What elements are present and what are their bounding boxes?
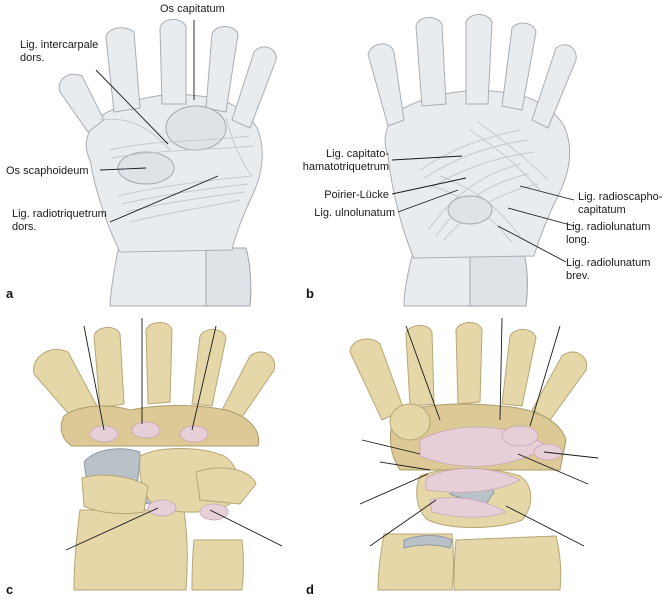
- panel-letter-a: a: [6, 286, 14, 301]
- label-lig-capitato-line2: hamatotriquetrum: [303, 161, 389, 173]
- label-lig-radiotriquetrum-line2: dors.: [12, 221, 36, 233]
- panel-b-illustration: [367, 14, 577, 307]
- label-lig-radiolunatum-brev-line2: brev.: [566, 270, 590, 282]
- panel-d-labels: d: [306, 582, 314, 597]
- label-lig-radiolunatum-long-line1: Lig. radiolunatum: [566, 221, 650, 233]
- label-lig-ulnolunatum: Lig. ulnolunatum: [314, 207, 395, 219]
- label-os-scaphoideum: Os scaphoideum: [6, 165, 89, 177]
- panel-b-labels: Lig. capitato- hamatotriquetrum Poirier-…: [303, 148, 662, 301]
- panel-a-labels: Os capitatum Lig. intercarpale dors. Os …: [6, 3, 225, 301]
- panel-a-illustration: [58, 19, 277, 307]
- panel-c-illustration: [33, 322, 276, 591]
- label-lig-intercarpale-line1: Lig. intercarpale: [20, 39, 98, 51]
- label-lig-radioscapho-line1: Lig. radioscapho-: [578, 191, 662, 203]
- label-lig-radioscapho-line2: capitatum: [578, 204, 626, 216]
- label-lig-intercarpale-line2: dors.: [20, 52, 44, 64]
- panel-d-illustration: [349, 322, 588, 591]
- label-lig-radiolunatum-brev-line1: Lig. radiolunatum: [566, 257, 650, 269]
- panel-letter-c: c: [6, 582, 13, 597]
- label-poirier-luecke: Poirier-Lücke: [324, 189, 389, 201]
- panel-letter-d: d: [306, 582, 314, 597]
- panel-c-labels: c: [6, 582, 13, 597]
- label-lig-radiolunatum-long-line2: long.: [566, 234, 590, 246]
- label-lig-capitato-line1: Lig. capitato-: [326, 148, 389, 160]
- label-os-capitatum: Os capitatum: [160, 3, 225, 15]
- panel-letter-b: b: [306, 286, 314, 301]
- leader-lines: [65, 20, 599, 551]
- label-lig-radiotriquetrum-line1: Lig. radiotriquetrum: [12, 208, 107, 220]
